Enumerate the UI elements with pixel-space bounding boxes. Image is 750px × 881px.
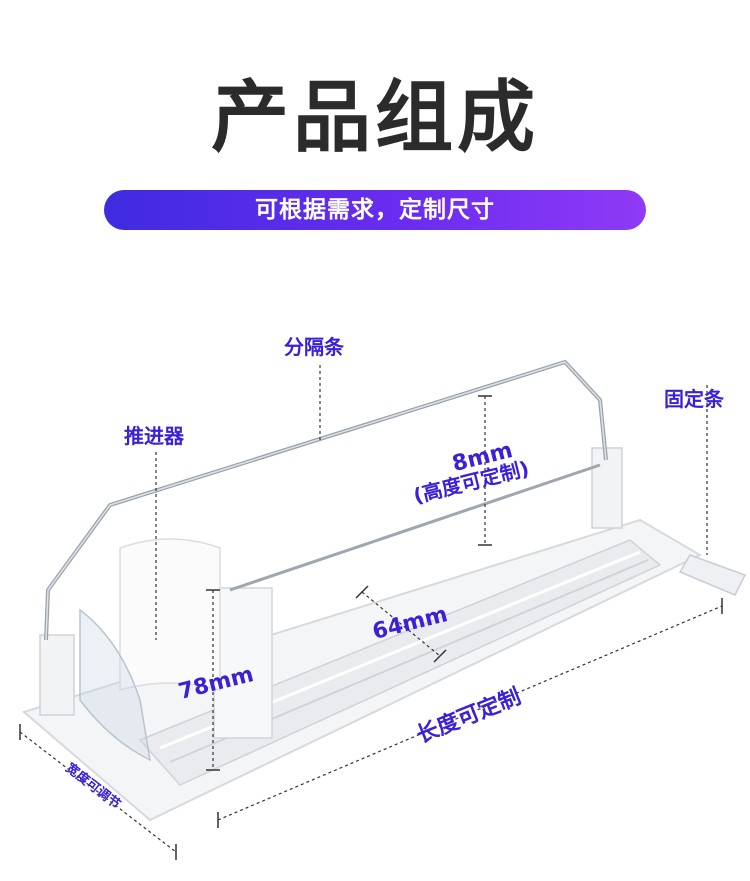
guide-rod <box>229 463 601 592</box>
pusher-label: 推进器 <box>124 424 184 448</box>
fixing-bar-label: 固定条 <box>664 387 724 411</box>
front-paddle <box>79 608 151 762</box>
end-post-right <box>591 447 623 529</box>
fixing-bar <box>678 554 747 596</box>
pusher-plate <box>119 538 221 691</box>
divider-label: 分隔条 <box>284 335 344 359</box>
end-post-left <box>39 634 75 716</box>
subtitle-banner: 可根据需求，定制尺寸 <box>104 190 646 230</box>
page-title: 产品组成 <box>210 73 539 163</box>
